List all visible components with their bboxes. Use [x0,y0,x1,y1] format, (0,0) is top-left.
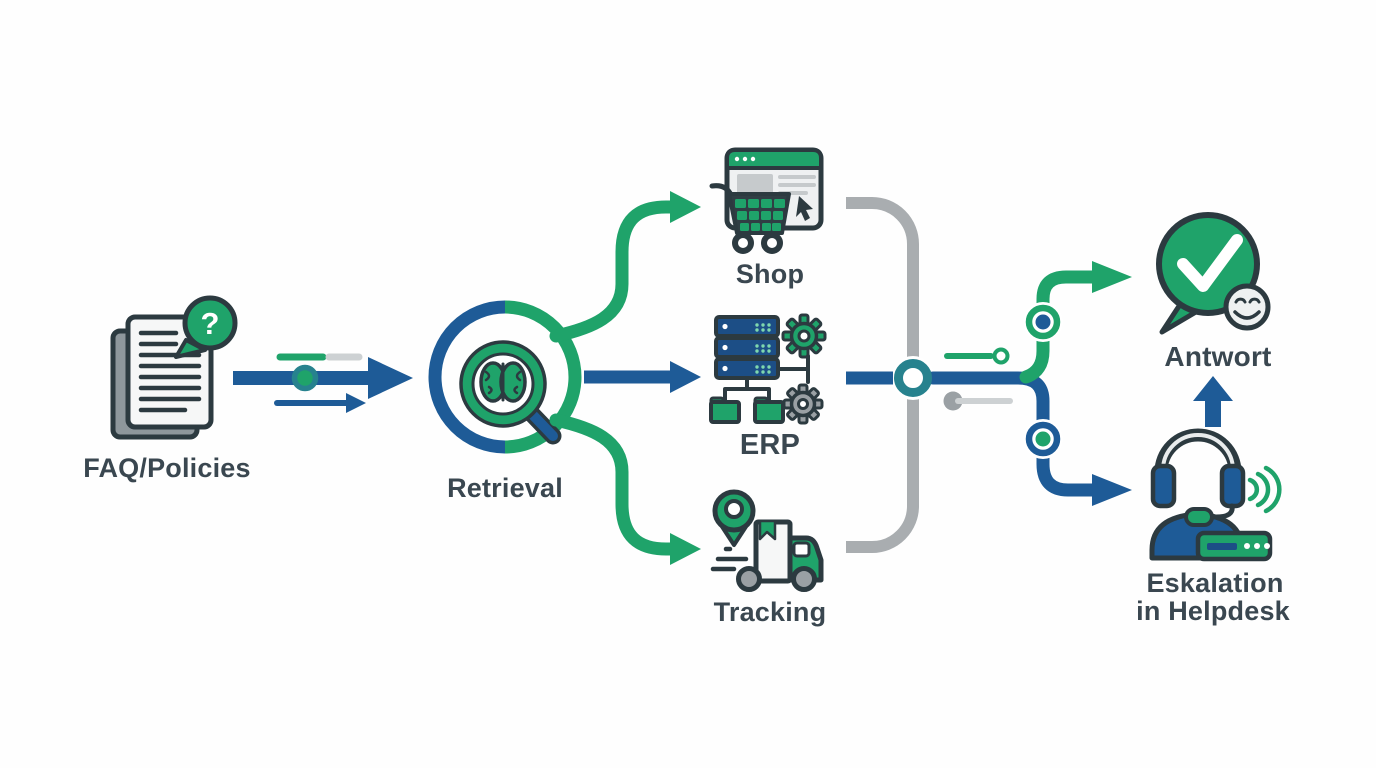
collector-node [894,359,932,397]
helpdesk-headset-icon [1149,428,1282,562]
route-node-upper [1023,302,1063,342]
connector-tee [778,354,810,384]
package-ribbon [758,519,777,541]
token-dot [291,364,319,392]
eskalation-label-line2: in Helpdesk [1136,596,1291,626]
shop-label: Shop [736,259,804,289]
ring-left-blue [428,300,506,454]
cart-icon [709,183,791,254]
sound-waves-icon [1247,465,1282,514]
cart-grid-cells [735,199,785,231]
mic-capsule [1184,507,1214,527]
erp-node: ERP [709,313,827,461]
device-slot [1207,543,1237,550]
earcup-left [1150,463,1177,509]
gear-green-icon [781,313,827,359]
arrow-head-erp [670,361,701,393]
edge-collector-antwort [1019,261,1132,384]
faq-label: FAQ/Policies [83,453,250,483]
route-node-lower [1023,419,1063,459]
arrow-head-eskalation [1092,474,1132,506]
check-icon [1177,234,1243,292]
eskalation-label-line1: Eskalation [1146,568,1283,598]
edge-eskalation-antwort [1193,376,1233,427]
shop-node: Shop [709,147,824,289]
truck-icon [736,519,824,592]
server-gears-folders-icon [709,313,827,425]
gear-gray-icon [782,383,824,425]
edge-retrieval-tracking [549,413,701,565]
edge-faq-retrieval [233,353,413,413]
browser-image-block [737,174,773,196]
arrow-head-shop [670,191,701,223]
speed-lines [710,546,749,572]
erp-label: ERP [740,429,800,461]
antwort-node: Antwort [1156,212,1271,372]
output-routing [846,261,1132,506]
webshop-cart-icon [709,147,824,254]
deco-gray-dot [943,391,963,411]
question-glyph: ? [201,306,220,341]
deco-green-ring [992,347,1010,365]
server-leds [755,323,771,374]
smiley-icon [1223,283,1271,331]
cursor-icon [796,196,813,221]
magnifier-brain-icon [459,340,562,445]
browser-titlebar [725,148,823,170]
small-arrow-head [346,393,366,413]
chat-check-smiley-icon [1156,212,1271,335]
delivery-truck-pin-icon [710,489,824,592]
earcup-right [1219,463,1246,509]
retrieval-label: Retrieval [447,473,563,503]
main-arrow-head [368,357,413,399]
brain-icon [479,361,527,403]
question-bubble-icon: ? [174,295,238,359]
documents-question-icon: ? [110,295,238,440]
arrow-head-tracking [670,533,701,565]
ring-right-green [504,300,582,454]
faq-node: ? FAQ/Policies [83,295,251,483]
mic-boom [1207,503,1235,520]
edge-retrieval-erp [584,361,701,393]
antwort-label: Antwort [1164,341,1271,372]
arrow-head-antwort [1092,261,1132,293]
retrieval-node: Retrieval [428,300,582,503]
location-pin-icon [712,489,756,547]
document-text-lines [138,330,202,413]
edge-retrieval-shop [549,191,701,343]
eskalation-node: Eskalation in Helpdesk [1136,428,1291,626]
up-arrow [1193,376,1233,427]
tracking-label: Tracking [714,597,827,627]
folder-tree-icon [709,376,785,424]
tracking-node: Tracking [710,489,827,627]
server-stack-icon [714,315,780,380]
